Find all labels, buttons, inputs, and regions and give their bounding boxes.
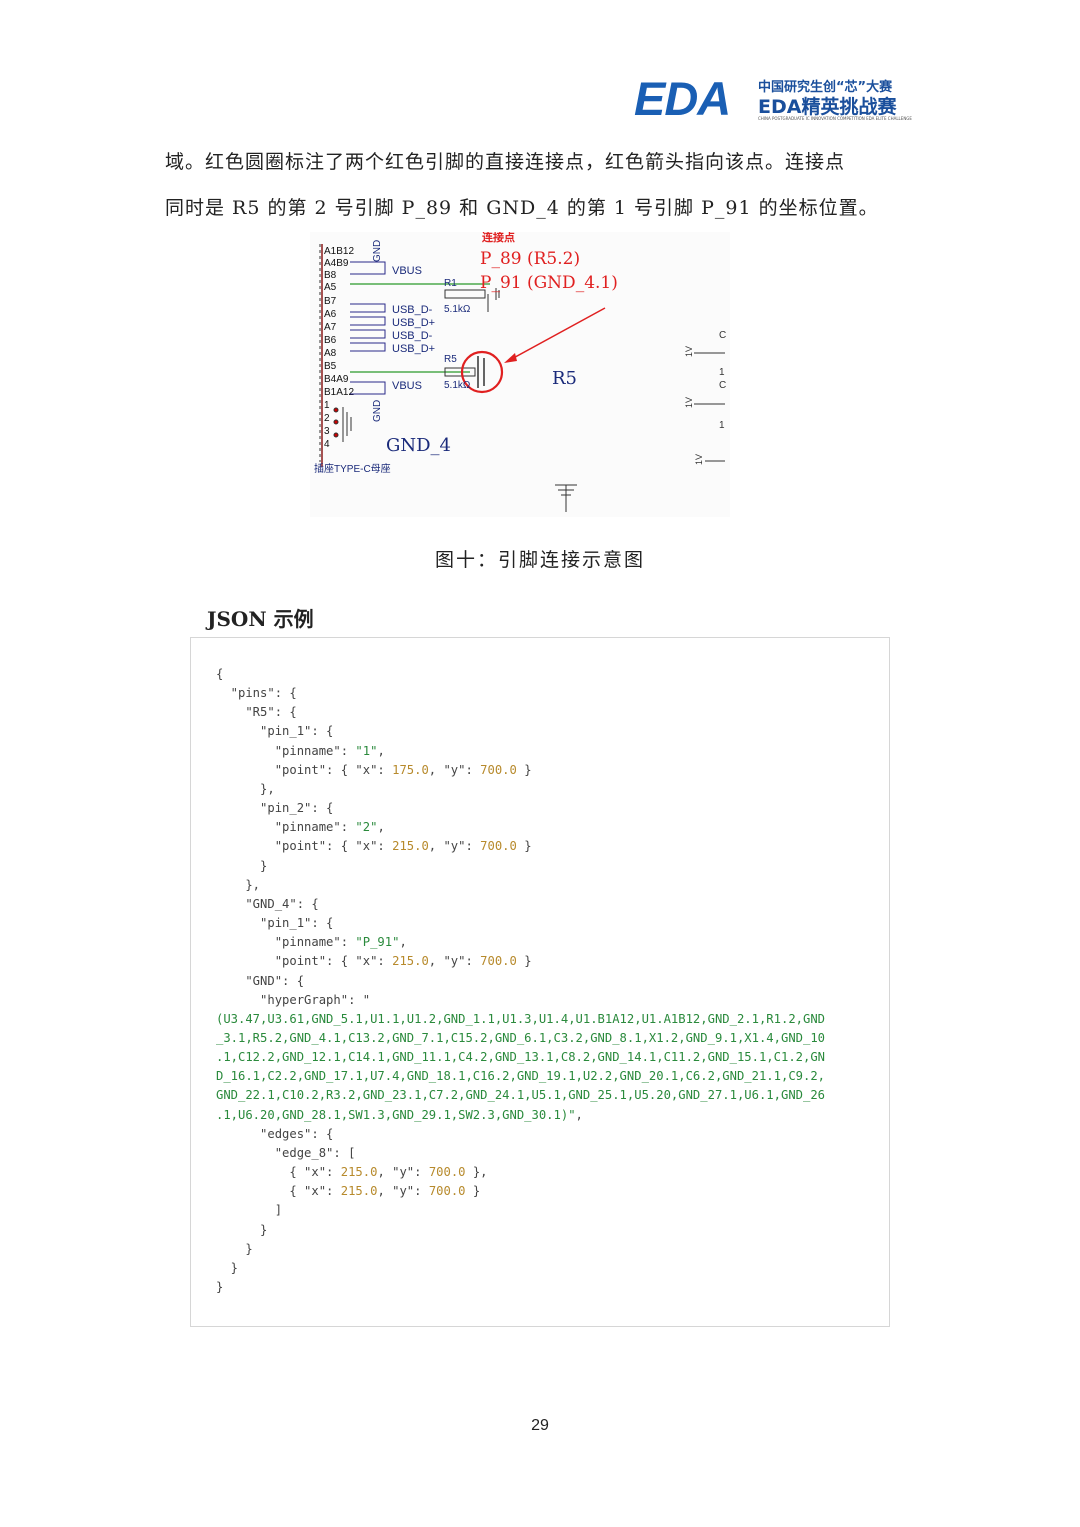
code-line: "pin_2": { (216, 801, 334, 816)
code-line: } (216, 1260, 239, 1275)
net-label-vbus-2: VBUS (392, 380, 422, 392)
connector-pin-label: A5 (324, 282, 337, 293)
body-paragraph-line-2: 同时是 R5 的第 2 号引脚 P_89 和 GND_4 的第 1 号引脚 P_… (165, 197, 879, 219)
connector-pin-label: 1 (324, 400, 330, 411)
svg-text:C: C (719, 380, 726, 391)
code-line: "pinname": "P_91", (216, 935, 407, 950)
component-label-r5: R5 (552, 368, 577, 389)
body-paragraph-line-1: 域。红色圆圈标注了两个红色引脚的直接连接点，红色箭头指向该点。连接点 (165, 151, 846, 173)
figure-caption: 图十：引脚连接示意图 (434, 549, 645, 571)
net-label-usb-dplus-1: USB_D+ (392, 317, 435, 329)
logo-english-name: CHINA POSTGRADUATE IC INNOVATION COMPETI… (758, 116, 912, 121)
connector-pin-label: B4A9 (324, 374, 349, 385)
resistor-label-r1: R1 (444, 278, 457, 289)
net-label-usb-dminus-1: USB_D- (392, 304, 433, 316)
logo-challenge-name: EDA精英挑战赛 (758, 96, 897, 118)
logo-eda-text: EDA (634, 72, 731, 125)
code-line: "edge_8": [ (216, 1145, 356, 1160)
code-line: { "x": 215.0, "y": 700.0 } (216, 1184, 481, 1199)
code-line: "point": { "x": 175.0, "y": 700.0 } (216, 762, 532, 777)
logo-competition-name: 中国研究生创“芯”大赛 (758, 80, 893, 95)
annotation-line-2: P_91 (GND_4.1) (480, 273, 618, 293)
connector-label: 插座TYPE-C母座 (314, 462, 391, 475)
annotation-title: 连接点 (482, 232, 515, 244)
connector-pin-label: A1B12 (324, 246, 354, 257)
page-number: 29 (531, 1417, 549, 1434)
connector-pin-label: A6 (324, 309, 337, 320)
net-label-usb-dminus-2: USB_D- (392, 330, 433, 342)
code-line: (U3.47,U3.61,GND_5.1,U1.1,U1.2,GND_1.1,U… (216, 1011, 826, 1026)
code-line: }, (216, 877, 261, 892)
code-line: { "x": 215.0, "y": 700.0 }, (216, 1165, 488, 1180)
code-line: "GND_4": { (216, 896, 319, 911)
code-line: _3.1,R5.2,GND_4.1,C13.2,GND_7.1,C15.2,GN… (216, 1030, 826, 1045)
code-line: .1,C12.2,GND_12.1,C14.1,GND_11.1,C4.2,GN… (216, 1050, 826, 1065)
component-label-gnd4: GND_4 (386, 435, 451, 456)
code-line: "point": { "x": 215.0, "y": 700.0 } (216, 954, 532, 969)
code-line: "pinname": "2", (216, 820, 385, 835)
json-code-block: { "pins": { "R5": { "pin_1": { "pinname"… (190, 637, 890, 1327)
code-line: }, (216, 781, 275, 796)
connector-pin-label: 2 (324, 413, 330, 424)
connector-pin-label: B1A12 (324, 387, 354, 398)
json-example-heading: JSON 示例 (207, 607, 314, 631)
code-line: } (216, 1280, 224, 1294)
svg-text:C: C (719, 330, 726, 341)
resistor-label-r5: R5 (444, 354, 457, 365)
gnd-label-bottom: GND (372, 400, 383, 422)
svg-text:1: 1 (719, 420, 725, 431)
gnd-label-top: GND (372, 240, 383, 262)
svg-text:1V: 1V (684, 346, 694, 357)
json-code: { "pins": { "R5": { "pin_1": { "pinname"… (216, 665, 825, 1297)
annotation-line-1: P_89 (R5.2) (480, 249, 580, 269)
code-line: "pin_1": { (216, 724, 334, 739)
resistor-value-r5: 5.1kΩ (444, 380, 471, 391)
connector-pin-label: B6 (324, 335, 337, 346)
connector-pin-label: A4B9 (324, 258, 349, 269)
code-line: "hyperGraph": " (216, 992, 371, 1007)
code-line: "point": { "x": 215.0, "y": 700.0 } (216, 839, 532, 854)
code-line: } (216, 1241, 253, 1256)
svg-text:1: 1 (719, 367, 725, 378)
code-line: "pin_1": { (216, 916, 334, 931)
code-line: D_16.1,C2.2,GND_17.1,U7.4,GND_18.1,C16.2… (216, 1069, 826, 1084)
connector-pin-label: 4 (324, 439, 330, 450)
net-label-usb-dplus-2: USB_D+ (392, 343, 435, 355)
connector-pin-label: A8 (324, 348, 337, 359)
connector-pin-label: B8 (324, 270, 337, 281)
connector-pin-label: A7 (324, 322, 337, 333)
code-line: "GND": { (216, 973, 305, 988)
connector-pin-label: B7 (324, 296, 337, 307)
code-line: "edges": { (216, 1126, 334, 1141)
code-line: { (216, 667, 224, 681)
code-line: "pins": { (216, 686, 297, 701)
resistor-value-r1: 5.1kΩ (444, 304, 471, 315)
connector-pin-label: B5 (324, 361, 337, 372)
code-line: "pinname": "1", (216, 743, 385, 758)
connector-pin-label: 3 (324, 426, 330, 437)
eda-challenge-logo: EDA 中国研究生创“芯”大赛 EDA精英挑战赛 CHINA POSTGRADU… (634, 74, 916, 126)
net-label-vbus-1: VBUS (392, 265, 422, 277)
svg-text:1V: 1V (694, 454, 704, 465)
code-line: .1,U6.20,GND_28.1,SW1.3,GND_29.1,SW2.3,G… (216, 1107, 583, 1122)
code-line: ] (216, 1203, 283, 1218)
svg-text:1V: 1V (684, 397, 694, 408)
code-line: GND_22.1,C10.2,R3.2,GND_23.1,C7.2,GND_24… (216, 1088, 826, 1103)
code-line: "R5": { (216, 705, 297, 720)
code-line: } (216, 1222, 268, 1237)
code-line: } (216, 858, 268, 873)
